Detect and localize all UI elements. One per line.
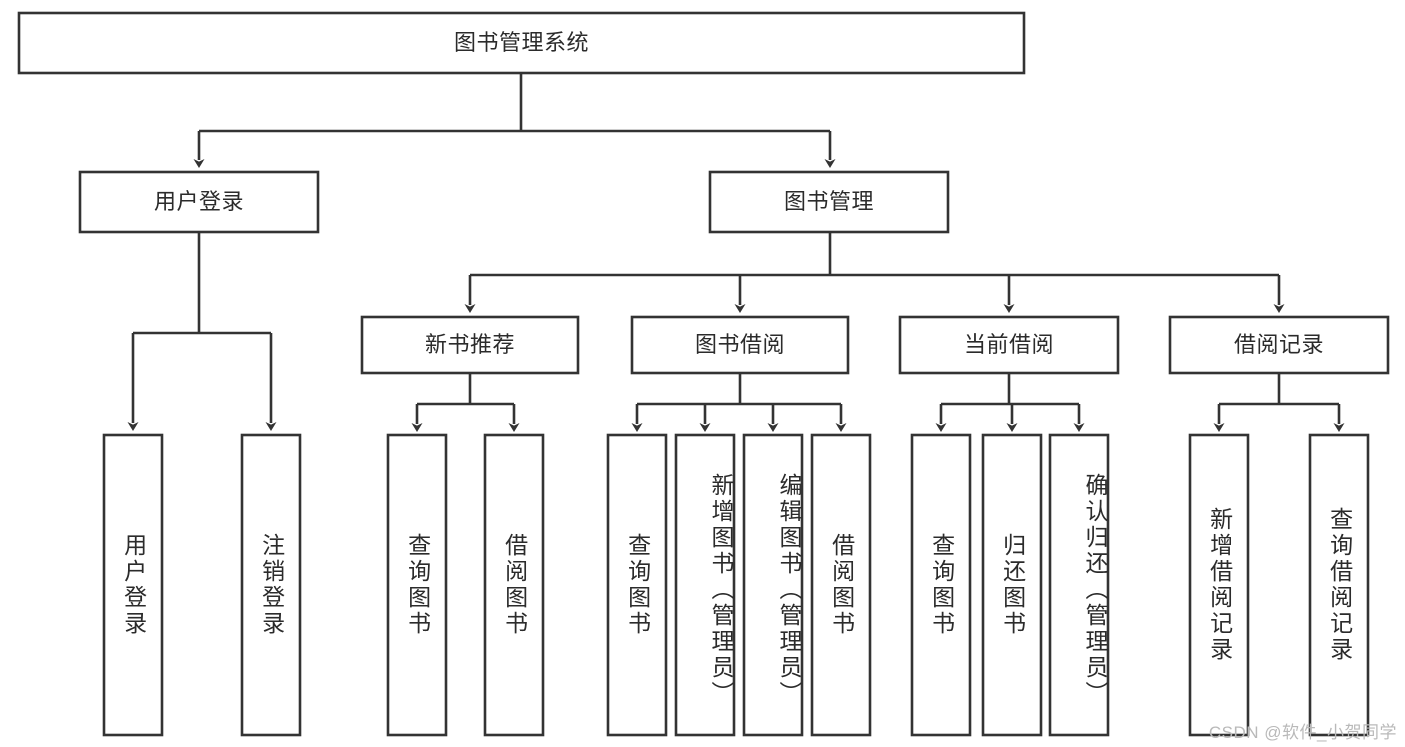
node-box-borrow-record[interactable]: [1168, 315, 1390, 375]
node-box-user-login[interactable]: [78, 170, 320, 234]
node-box-leaf-add-book[interactable]: [674, 433, 736, 737]
node-box-leaf-query-book-3[interactable]: [910, 433, 972, 737]
node-box-leaf-edit-book[interactable]: [742, 433, 804, 737]
node-box-new-book-recommend[interactable]: [360, 315, 580, 375]
node-box-leaf-return-book[interactable]: [981, 433, 1043, 737]
node-box-leaf-query-book-2[interactable]: [606, 433, 668, 737]
node-box-leaf-query-borrow-record[interactable]: [1308, 433, 1370, 737]
node-box-leaf-logout[interactable]: [240, 433, 302, 737]
node-box-current-borrow[interactable]: [898, 315, 1120, 375]
node-box-leaf-add-borrow-record[interactable]: [1188, 433, 1250, 737]
node-box-root[interactable]: [17, 11, 1026, 75]
node-box-book-borrow[interactable]: [630, 315, 850, 375]
node-box-leaf-query-book-1[interactable]: [386, 433, 448, 737]
node-box-leaf-borrow-book-1[interactable]: [483, 433, 545, 737]
node-box-book-management[interactable]: [708, 170, 950, 234]
node-box-leaf-confirm-return[interactable]: [1048, 433, 1110, 737]
node-box-leaf-borrow-book-2[interactable]: [810, 433, 872, 737]
node-box-leaf-user-login[interactable]: [102, 433, 164, 737]
csdn-watermark: CSDN @软件_小贺同学: [1208, 723, 1397, 742]
